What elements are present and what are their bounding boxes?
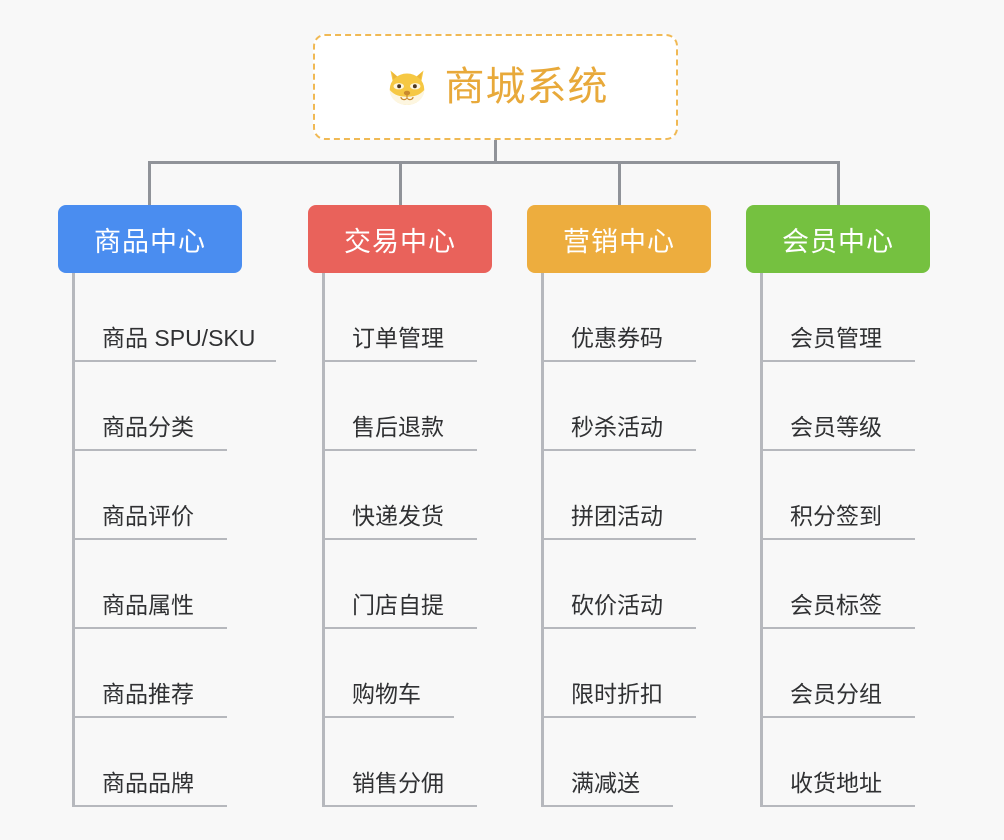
leaf-item[interactable]: 商品 SPU/SKU [72,273,282,362]
leaf-item-label: 会员标签 [790,592,882,618]
leaf-item-label: 秒杀活动 [571,414,663,440]
leaf-item-underline [541,716,696,718]
leaf-item[interactable]: 砍价活动 [541,540,701,629]
leaf-item-label: 商品推荐 [102,681,194,707]
leaf-item[interactable]: 收货地址 [760,718,920,807]
connector-drop-4 [837,161,840,205]
leaf-item[interactable]: 快递发货 [322,451,482,540]
leaf-trunk-3 [541,273,544,807]
leaf-item-underline [72,449,227,451]
leaf-item[interactable]: 商品属性 [72,540,282,629]
leaf-item[interactable]: 售后退款 [322,362,482,451]
leaf-item-underline [72,805,227,807]
leaf-item-underline [322,538,477,540]
leaf-item[interactable]: 商品品牌 [72,718,282,807]
leaf-item[interactable]: 订单管理 [322,273,482,362]
leaf-item-underline [541,449,696,451]
leaf-item[interactable]: 会员管理 [760,273,920,362]
leaf-item-underline [760,360,915,362]
leaf-item[interactable]: 会员标签 [760,540,920,629]
leaf-trunk-4 [760,273,763,807]
branch-box-trade-center[interactable]: 交易中心 [308,205,492,273]
leaf-item-underline [760,538,915,540]
leaf-item-underline [541,360,696,362]
branch-label: 商品中心 [94,226,206,257]
leaf-item-underline [541,627,696,629]
leaf-item-label: 销售分佣 [352,770,444,796]
leaf-item-label: 优惠券码 [571,325,663,351]
leaf-item[interactable]: 商品推荐 [72,629,282,718]
leaf-item-label: 商品 SPU/SKU [102,325,256,351]
leaf-item[interactable]: 会员分组 [760,629,920,718]
shiba-dog-face-icon [389,70,424,106]
connector-branch-bus [148,161,840,164]
leaf-item[interactable]: 积分签到 [760,451,920,540]
leaf-item-underline [72,538,227,540]
leaf-item-label: 商品属性 [102,592,194,618]
leaf-item-underline [72,716,227,718]
leaf-item-label: 砍价活动 [571,592,663,618]
leaf-item-label: 快递发货 [352,503,444,529]
leaf-item-label: 门店自提 [352,592,444,618]
leaf-item-underline [322,360,477,362]
leaf-item[interactable]: 拼团活动 [541,451,701,540]
leaf-item-label: 售后退款 [352,414,444,440]
leaf-item-underline [541,805,673,807]
leaf-item[interactable]: 优惠券码 [541,273,701,362]
branch-box-marketing-center[interactable]: 营销中心 [527,205,711,273]
leaf-item-label: 收货地址 [790,770,882,796]
leaf-item[interactable]: 满减送 [541,718,701,807]
leaf-item-underline [760,805,915,807]
leaf-trunk-1 [72,273,75,807]
leaf-item[interactable]: 销售分佣 [322,718,482,807]
branch-box-member-center[interactable]: 会员中心 [746,205,930,273]
leaf-item-underline [322,805,477,807]
leaf-item[interactable]: 会员等级 [760,362,920,451]
leaf-item-label: 拼团活动 [571,503,663,529]
leaf-item[interactable]: 门店自提 [322,540,482,629]
leaf-item-underline [322,716,454,718]
branch-label: 营销中心 [563,226,675,257]
leaf-item-underline [72,627,227,629]
leaf-item-label: 购物车 [352,681,421,707]
leaf-item-label: 会员等级 [790,414,882,440]
branch-box-product-center[interactable]: 商品中心 [58,205,242,273]
leaf-item[interactable]: 商品分类 [72,362,282,451]
connector-root-stem [494,140,497,164]
leaf-item-label: 会员管理 [790,325,882,351]
leaf-item-underline [760,449,915,451]
branch-label: 会员中心 [782,226,894,257]
leaf-item-label: 商品品牌 [102,770,194,796]
root-title: 商城系统 [444,65,609,109]
leaf-item-label: 满减送 [571,770,640,796]
leaf-trunk-2 [322,273,325,807]
leaf-item-underline [541,538,696,540]
root-node-shop-system[interactable]: 商城系统 [313,34,678,140]
leaf-item-label: 会员分组 [790,681,882,707]
leaf-item-underline [72,360,276,362]
connector-drop-2 [399,161,402,205]
leaf-item-label: 限时折扣 [571,681,663,707]
leaf-item-label: 订单管理 [352,325,444,351]
connector-drop-3 [618,161,621,205]
leaf-item-underline [760,716,915,718]
leaf-item-underline [322,627,477,629]
leaf-item[interactable]: 限时折扣 [541,629,701,718]
leaf-item[interactable]: 秒杀活动 [541,362,701,451]
connector-drop-1 [148,161,151,205]
leaf-item-label: 商品评价 [102,503,194,529]
leaf-item[interactable]: 购物车 [322,629,482,718]
branch-label: 交易中心 [344,226,456,257]
leaf-item-underline [322,449,477,451]
leaf-item-underline [760,627,915,629]
leaf-item-label: 商品分类 [102,414,194,440]
leaf-item-label: 积分签到 [790,503,882,529]
leaf-item[interactable]: 商品评价 [72,451,282,540]
